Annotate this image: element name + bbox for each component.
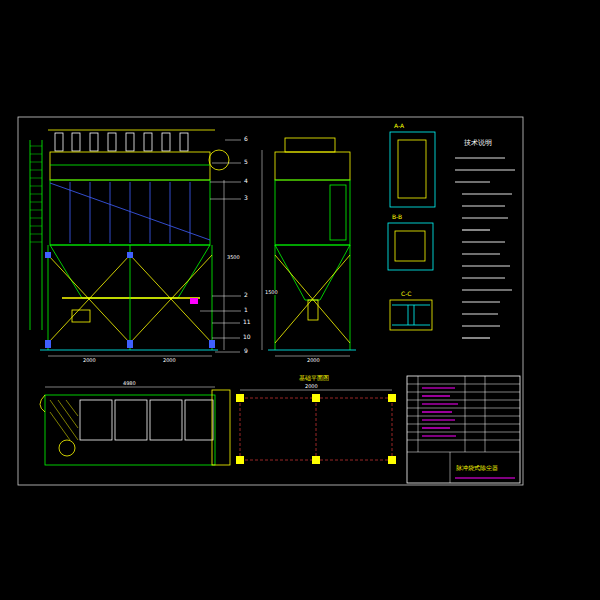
dimension: 2000 bbox=[82, 358, 97, 363]
callout-number: 9 bbox=[243, 348, 249, 354]
notes-heading: 技术说明 bbox=[463, 140, 493, 147]
section-title: B-B bbox=[391, 214, 403, 220]
callout-number: 1 bbox=[243, 307, 249, 313]
dimension: 4980 bbox=[122, 381, 137, 386]
dimension: 2000 bbox=[162, 358, 177, 363]
callout-number: 11 bbox=[242, 319, 252, 325]
callout-number: 6 bbox=[243, 136, 249, 142]
callout-number: 4 bbox=[243, 178, 249, 184]
dimension: 2000 bbox=[306, 358, 321, 363]
section-title: C-C bbox=[400, 291, 413, 297]
callout-number: 10 bbox=[242, 334, 252, 340]
dimension: 1500 bbox=[264, 290, 279, 295]
section-title: A-A bbox=[393, 123, 405, 129]
view-title: 基础平面图 bbox=[298, 375, 330, 381]
drawing-title: 脉冲袋式除尘器 bbox=[455, 465, 499, 471]
callout-number: 2 bbox=[243, 292, 249, 298]
dimension: 2000 bbox=[304, 384, 319, 389]
callout-number: 5 bbox=[243, 159, 249, 165]
dimension: 3500 bbox=[226, 255, 241, 260]
callout-number: 3 bbox=[243, 195, 249, 201]
